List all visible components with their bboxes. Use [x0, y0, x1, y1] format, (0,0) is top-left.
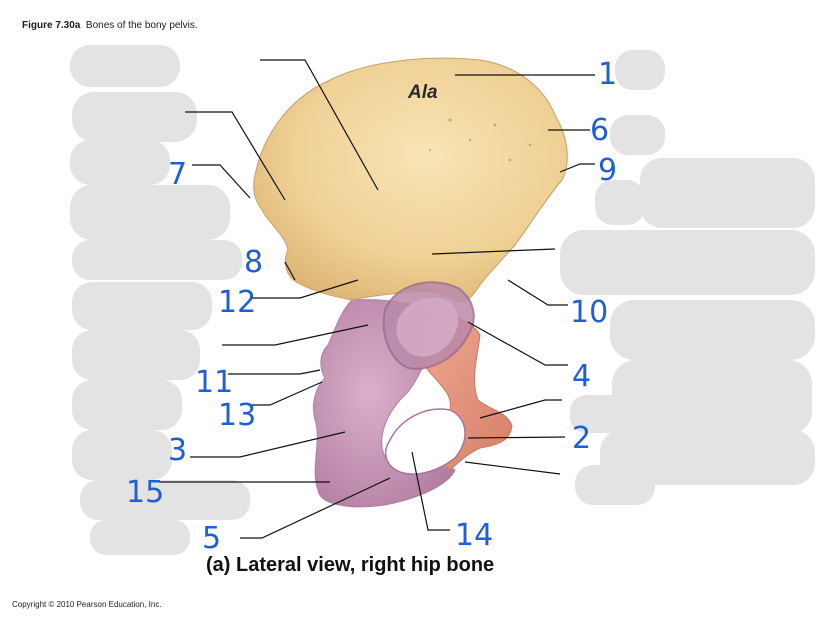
- redacted-block: [70, 45, 180, 87]
- figure-number: Figure 7.30a: [22, 20, 81, 31]
- leader-line: [192, 164, 251, 199]
- obturator-foramen: [384, 408, 466, 475]
- leader-line: [185, 111, 286, 201]
- handwritten-number-7: 7: [168, 157, 187, 192]
- leader-line: [479, 399, 562, 419]
- handwritten-number-2: 2: [572, 421, 591, 456]
- redacted-block: [70, 185, 230, 240]
- redacted-block: [595, 180, 645, 225]
- redacted-block: [570, 395, 630, 433]
- redacted-block: [70, 140, 170, 185]
- leader-line: [190, 431, 346, 458]
- figure-caption: (a) Lateral view, right hip bone: [206, 554, 495, 576]
- redacted-block: [612, 360, 812, 435]
- redacted-block: [80, 480, 250, 520]
- redacted-block: [72, 92, 197, 142]
- leader-line: [507, 279, 568, 306]
- leader-line: [431, 248, 556, 255]
- redacted-block: [72, 330, 200, 380]
- redacted-block: [72, 430, 172, 480]
- leader-line: [250, 381, 323, 406]
- redacted-block: [72, 240, 242, 280]
- redacted-block: [575, 465, 655, 505]
- copyright-notice: Copyright © 2010 Pearson Education, Inc.: [12, 600, 162, 609]
- handwritten-number-10: 10: [570, 295, 608, 330]
- acetabular-fossa: [396, 297, 459, 357]
- figure-title: Figure 7.30a Bones of the bony pelvis.: [22, 20, 198, 31]
- handwritten-number-3: 3: [168, 433, 187, 468]
- leader-line: [284, 261, 296, 281]
- redacted-label-blocks: [70, 45, 815, 555]
- leader-line: [222, 324, 369, 346]
- leader-line: [228, 369, 321, 375]
- redacted-block: [610, 115, 665, 155]
- ala-label: Ala: [407, 82, 438, 103]
- redacted-block: [610, 300, 815, 360]
- redacted-block: [640, 158, 815, 228]
- handwritten-number-14: 14: [455, 518, 493, 553]
- handwritten-number-1: 1: [598, 57, 617, 92]
- handwritten-number-9: 9: [598, 153, 617, 188]
- handwritten-number-6: 6: [590, 113, 609, 148]
- leader-line: [464, 461, 561, 475]
- leader-lines: [158, 59, 595, 539]
- handwritten-number-12: 12: [218, 285, 256, 320]
- handwritten-number-15: 15: [126, 475, 164, 510]
- leader-line: [467, 436, 566, 439]
- handwritten-number-8: 8: [244, 245, 263, 280]
- figure-title-text: Bones of the bony pelvis.: [85, 20, 198, 31]
- handwritten-number-5: 5: [202, 521, 221, 556]
- handwritten-number-11: 11: [195, 365, 233, 400]
- redacted-block: [90, 520, 190, 555]
- redacted-block: [560, 230, 815, 295]
- handwritten-labels: 1 6 9 7 8 12 10 4 11 13 3 2 15 5 14: [126, 57, 617, 556]
- leader-line: [411, 451, 450, 531]
- leader-line: [467, 321, 568, 366]
- handwritten-number-4: 4: [572, 359, 591, 394]
- leader-line: [260, 59, 379, 191]
- leader-line: [250, 279, 359, 299]
- redacted-block: [615, 50, 665, 90]
- leader-line: [240, 477, 391, 539]
- bone-texture: [429, 118, 532, 162]
- redacted-block: [600, 430, 815, 485]
- handwritten-number-13: 13: [218, 398, 256, 433]
- redacted-block: [72, 282, 212, 330]
- redacted-block: [72, 380, 182, 430]
- leader-line: [559, 163, 595, 173]
